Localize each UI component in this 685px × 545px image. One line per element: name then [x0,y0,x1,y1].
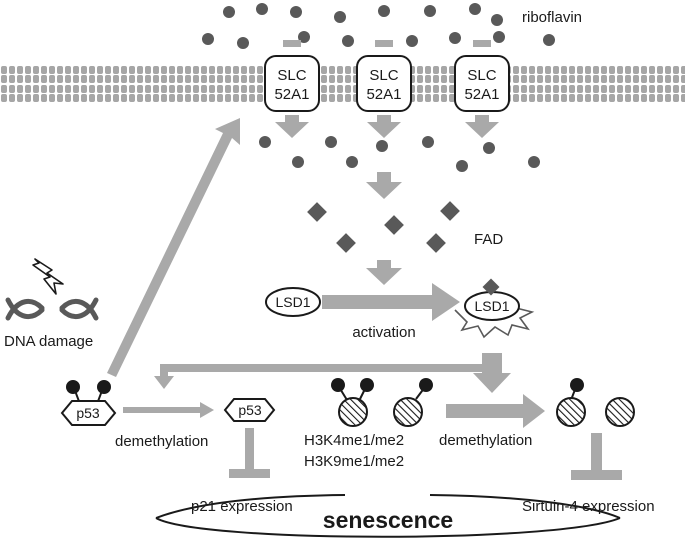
slc52a1-transporter-2: SLC 52A1 [356,40,412,112]
lsd1-active: LSD1 [454,278,535,339]
p53-label: p53 [238,402,262,418]
methyl-group-icon [570,378,584,392]
riboflavin-dot [378,5,390,17]
p53-label: p53 [76,405,100,421]
riboflavin-dot [449,32,461,44]
activation-arrow [322,283,460,321]
transporter-label-line1: SLC [369,67,398,84]
riboflavin-dot [256,3,268,15]
p21-expression-label: p21 expression [191,498,293,515]
fad-diamond [307,202,327,222]
lsd1-label: LSD1 [275,294,310,310]
riboflavin-dot [376,140,388,152]
transporter-label-line1: SLC [467,67,496,84]
senescence-bracket-left [155,494,346,519]
histone-methylated [331,378,433,427]
bound-fad-diamond [482,278,500,296]
p21-inhibition [229,428,270,478]
dna-damage-group: DNA damage [4,258,99,350]
riboflavin-dot [202,33,214,45]
riboflavin-dot [483,142,495,154]
methyl-group-icon [360,378,374,392]
uptake-arrow [367,115,401,138]
histone-icon [393,397,423,427]
transporter-label-line2: 52A1 [464,86,499,103]
histone-icon [556,397,586,427]
riboflavin-dot [469,3,481,15]
riboflavin-label: riboflavin [522,9,582,26]
histone-icon [338,397,368,427]
riboflavin-dot [346,156,358,168]
slc52a1-transporter-1: SLC 52A1 [264,40,320,112]
lsd1-inactive: LSD1 [265,287,321,317]
transporter-label-line2: 52A1 [366,86,401,103]
transporter-label-line1: SLC [277,67,306,84]
riboflavin-dot [528,156,540,168]
fad-label: FAD [474,231,503,248]
riboflavin-dot [237,37,249,49]
fad-binding-arrow [366,260,402,285]
senescence-bracket-bottom [155,517,621,538]
activation-label: activation [352,324,415,341]
p53-demethylation-label: demethylation [115,433,208,450]
senescence-label: senescence [323,507,453,533]
lsd1-label: LSD1 [474,298,509,314]
fad-diamond [426,233,446,253]
dna-helix-icon [5,297,99,321]
riboflavin-dot [290,6,302,18]
slc52a1-transporter-3: SLC 52A1 [454,40,510,112]
uptake-arrow [465,115,499,138]
lsd1-to-p53-feedback [154,364,493,389]
fad-diamond [384,215,404,235]
histone-demethylated [556,378,635,427]
p53-induction-arrow [107,118,240,377]
fad-diamond [336,233,356,253]
uptake-arrow [275,115,309,138]
methyl-group-icon [97,380,111,394]
methyl-group-icon [419,378,433,392]
cell-membrane [0,64,685,104]
riboflavin-dot [223,6,235,18]
riboflavin-dot [493,31,505,43]
riboflavin-dot [424,5,436,17]
riboflavin-dot [543,34,555,46]
riboflavin-dot [259,136,271,148]
lsd1-downstream-arrow [473,353,511,393]
senescence-bracket-right [429,494,621,519]
riboflavin-dot [491,14,503,26]
uptake-arrows [275,115,499,138]
riboflavin-dot [456,160,468,172]
fad-diamond [440,201,460,221]
lightning-bolt-icon [32,258,64,295]
activation-burst [454,307,535,339]
histone-demethylation-label: demethylation [439,432,532,449]
riboflavin-dot [422,136,434,148]
dna-damage-label: DNA damage [4,333,93,350]
p53-methylated: p53 [60,380,117,426]
fad-molecules [307,201,460,253]
riboflavin-molecules-intracellular [259,136,540,172]
riboflavin-dot [325,136,337,148]
p53-demethylation-arrow [123,402,214,418]
histone-mark-label-2: H3K9me1/me2 [304,453,404,470]
methyl-group-icon [66,380,80,394]
histone-mark-label-1: H3K4me1/me2 [304,432,404,449]
riboflavin-dot [292,156,304,168]
histone-demethylation-arrow [446,394,545,428]
sirtuin4-inhibition [571,433,622,480]
methyl-group-icon [331,378,345,392]
riboflavin-dot [334,11,346,23]
histone-icon [605,397,635,427]
riboflavin-dot [406,35,418,47]
conversion-arrow [366,172,402,199]
transporter-label-line2: 52A1 [274,86,309,103]
riboflavin-dot [342,35,354,47]
p53-demethylated: p53 [223,398,276,422]
riboflavin-molecules-extracellular [202,3,555,49]
